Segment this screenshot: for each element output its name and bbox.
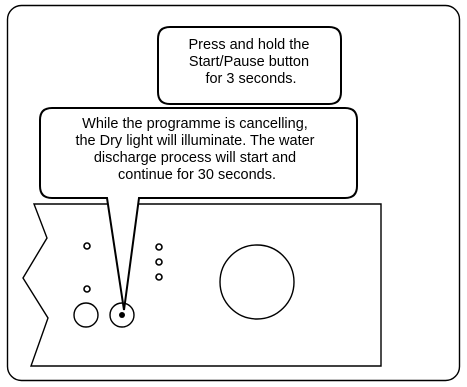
indicator-light bbox=[83, 285, 91, 293]
control-panel bbox=[22, 203, 382, 367]
info-line: discharge process will start and bbox=[94, 150, 296, 166]
info-line: While the programme is cancelling, bbox=[82, 116, 308, 132]
svg-text:Press and hold the Start/P: Press and hold the Start/Pause button fo… bbox=[189, 37, 314, 87]
indicator-light bbox=[155, 273, 163, 281]
info-line: the Dry light will illuminate. The water bbox=[75, 133, 314, 149]
info-bubble bbox=[39, 107, 358, 311]
indicator-light bbox=[155, 243, 163, 251]
instruction-line: for 3 seconds. bbox=[205, 71, 296, 87]
round-button bbox=[73, 302, 99, 328]
indicator-light bbox=[155, 258, 163, 266]
instruction-line: Press and hold the bbox=[189, 37, 310, 53]
info-line: continue for 30 seconds. bbox=[118, 167, 276, 183]
instruction-bubble bbox=[157, 26, 342, 105]
programme-dial-icon bbox=[219, 244, 295, 320]
start-pause-button-dot bbox=[119, 312, 125, 318]
indicator-light bbox=[83, 242, 91, 250]
svg-text:While the programme is cancell: While the programme is cancelling, the D… bbox=[75, 116, 318, 183]
instruction-line: Start/Pause button bbox=[189, 54, 309, 70]
